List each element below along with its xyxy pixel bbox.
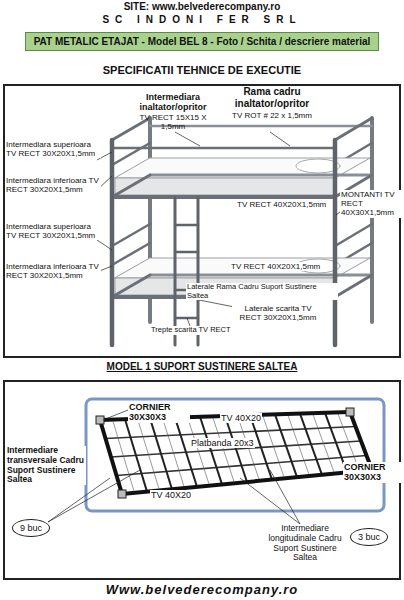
- corner-plate: [346, 408, 354, 416]
- part-label: Intermediara inferioara TV RECT 30X20X1,…: [5, 176, 101, 194]
- transversal-bar: [200, 417, 222, 485]
- transversal-bar: [275, 414, 297, 477]
- part-label: MONTANTI TV RECT 40X30X1,5mm: [340, 190, 404, 218]
- part-label: Intermediara superioara TV RECT 30X20X1,…: [5, 222, 101, 240]
- transversal-bar: [125, 419, 147, 491]
- transversal-bar: [175, 418, 197, 487]
- company-name: SC INDONI FER SRL: [0, 14, 404, 26]
- part-label: Laterale Rama Cadru Suport Sustinere Sal…: [186, 283, 338, 300]
- part-label: CORNIER 30X30X3: [343, 462, 403, 483]
- site-url: SITE: www.belvederecompany.ro: [0, 1, 404, 13]
- part-label: TV 40X20: [150, 490, 192, 500]
- transversal-bar: [150, 418, 172, 489]
- part-label: Rama cadru inaltator/opritor: [232, 86, 312, 109]
- corner-plate: [96, 416, 104, 424]
- node-text: 9 buc: [20, 520, 42, 536]
- panel-heading: MODEL 1 SUPORT SUSTINERE SALTEA: [3, 361, 401, 372]
- part-label: TV 40X20: [220, 413, 262, 423]
- bunk-bed: [112, 118, 372, 345]
- part-label: CORNIER 30X30X3: [128, 402, 190, 423]
- panel-heading: SPECIFICATII TEHNICE DE EXECUTIE: [3, 64, 401, 76]
- part-label: Trepte scarita TV RECT: [150, 326, 232, 335]
- part-label: Intermediare transversale Cadru Suport S…: [6, 446, 86, 485]
- quantity-oval: 9 buc: [12, 519, 50, 537]
- flat-bar: [138, 421, 159, 488]
- flat-bar: [188, 419, 209, 483]
- part-label: Platbanda 20x3: [190, 438, 255, 448]
- part-label: Laterale scarita TV RECT 30X20X1,5mm: [232, 304, 324, 322]
- frame-outline: [86, 399, 384, 511]
- part-label: Intermediara inferioara TV RECT 30X20X1,…: [5, 262, 101, 280]
- part-label: TV ROT # 22 x 1,5mm: [232, 111, 312, 120]
- flat-bar: [263, 417, 284, 477]
- node-text: 3 buc: [358, 529, 380, 545]
- transversal-bar: [225, 416, 247, 482]
- part-label: TV RECT 40X20X1,5mm: [230, 262, 321, 271]
- node-text: PAT METALIC ETAJAT - Model BEL 8 - Foto …: [34, 36, 371, 47]
- leader-lines: [97, 132, 355, 326]
- part-label: Intermediare longitudinale Cadru Suport …: [262, 524, 348, 563]
- part-label: TV RECT 40X20X1,5mm: [236, 200, 327, 209]
- flat-bar: [313, 415, 334, 472]
- flat-bar: [163, 420, 184, 486]
- panel-border: [3, 84, 401, 358]
- corner-plate: [118, 490, 126, 498]
- part-label: TV RECT 15X15 X 1,5mm: [128, 113, 218, 131]
- quantity-oval: 3 buc: [350, 528, 388, 546]
- flat-bar: [213, 418, 234, 481]
- title-band: PAT METALIC ETAJAT - Model BEL 8 - Foto …: [25, 32, 380, 51]
- part-label: Intermediara superioara TV RECT 30X20X1,…: [5, 140, 101, 158]
- leader-lines: [48, 410, 368, 524]
- transversal-bar: [300, 414, 322, 475]
- site-url: Www.belvederecompany.ro: [0, 583, 404, 598]
- part-label: Intermediara inaltator/opritor: [118, 92, 228, 113]
- flat-bar: [288, 416, 309, 474]
